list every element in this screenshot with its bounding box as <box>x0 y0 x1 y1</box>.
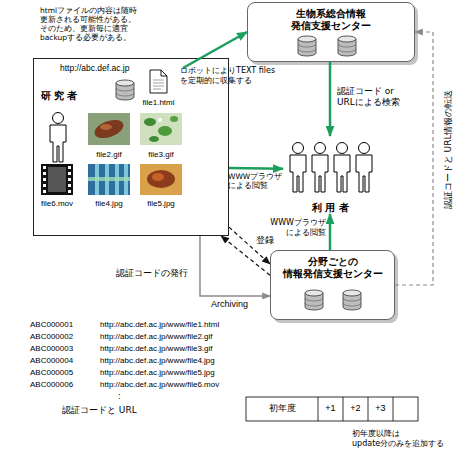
auth-code: ABC000006 <box>30 380 73 390</box>
node-text: http://abc.def.ac.jp <box>60 63 129 73</box>
edge-label: WWWブラウザ による閲覧 <box>262 218 326 237</box>
node-text: file5.jpg <box>147 199 175 209</box>
list-caption: 認証コードと URL <box>62 405 137 416</box>
gif-image <box>88 113 130 145</box>
node-text: file6.mov <box>41 199 73 209</box>
jpg-image <box>95 164 99 195</box>
url-text: http://abc.def.ac.jp/www/file6.mov <box>100 380 219 390</box>
file-item: file3.gif <box>137 112 185 160</box>
connector-arrow <box>183 32 247 68</box>
jpg-image <box>140 164 182 195</box>
person-icon <box>290 143 306 193</box>
movie-icon <box>43 166 71 193</box>
auth-code: ABC000003 <box>30 344 73 354</box>
gif-image <box>92 116 126 141</box>
person-icon <box>312 143 328 193</box>
table-grid <box>318 397 393 421</box>
edge-label: 認証コード or URLによる検索 <box>337 86 409 108</box>
table-grid <box>246 397 418 421</box>
gif-image <box>140 113 182 145</box>
auth-code: ABC000001 <box>30 320 73 330</box>
jpg-image <box>152 173 164 181</box>
researcher-figure: 研 究 者 <box>38 90 80 166</box>
connector-arrow <box>329 214 332 250</box>
person-icon <box>334 143 350 193</box>
node-text: 分野ごとの 情報発信支援センター <box>279 256 387 280</box>
jpg-image <box>88 177 130 181</box>
jpg-image <box>88 164 130 195</box>
table-cell: +2 <box>343 403 368 414</box>
table-cell: +1 <box>318 403 343 414</box>
jpg-image <box>115 164 119 195</box>
field-center-box: 分野ごとの 情報発信支援センター <box>270 250 395 320</box>
edge-label: Archiving <box>211 299 248 310</box>
ellipsis-mark: : <box>118 392 121 402</box>
auth-code: ABC000004 <box>30 356 73 366</box>
database-icon <box>116 80 134 100</box>
person-icon <box>50 113 66 163</box>
html-file-icon <box>150 70 167 93</box>
html-file-icon <box>161 70 167 76</box>
table-grid <box>246 397 418 421</box>
node-text: file4.jpg <box>95 199 123 209</box>
jpg-image <box>124 164 128 195</box>
connector-arrow <box>329 62 332 136</box>
connector-arrow <box>395 32 433 285</box>
person-icon <box>356 143 372 193</box>
node-text: file3.gif <box>148 150 173 160</box>
jpg-image <box>147 170 175 188</box>
gif-image <box>158 118 162 122</box>
auth-code: ABC000005 <box>30 368 73 378</box>
gif-image <box>158 126 172 136</box>
note-text: htmlファイルの内容は随時 更新される可能性がある。 そのため、更新毎に適宜 … <box>40 6 156 42</box>
gif-image <box>170 116 178 122</box>
jpg-image <box>88 164 130 195</box>
connector-arrow <box>229 227 270 264</box>
edge-label: 登録 <box>256 235 274 246</box>
file-item: file4.jpg <box>85 161 133 209</box>
gif-image <box>140 113 182 145</box>
node-text: file2.gif <box>96 150 121 160</box>
jpg-image <box>105 164 109 195</box>
user-group: 利 用 者 <box>283 136 378 214</box>
note-text: 初年度以降は update分のみを追加する <box>352 429 456 448</box>
auth-code: ABC000002 <box>30 332 73 342</box>
file-item: file2.gif <box>85 112 133 160</box>
researcher-site-box: http://abc.def.ac.jp 研 究 者 file1.html file2… <box>33 58 229 236</box>
edge-label: 認証コードと URL情報の転送 <box>443 74 454 224</box>
connector-arrow <box>229 167 283 170</box>
url-text: http://abc.def.ac.jp/www/file1.html <box>100 320 219 330</box>
movie-icon <box>48 167 66 192</box>
html-file-icon <box>150 70 167 93</box>
gif-image <box>144 118 156 126</box>
movie-icon <box>41 164 73 195</box>
node-text: 研 究 者 <box>41 90 78 102</box>
gif-image <box>88 113 130 145</box>
file-item: file6.mov <box>33 161 81 209</box>
url-text: http://abc.def.ac.jp/www/file3.gif <box>100 344 213 354</box>
movie-icon <box>41 164 73 195</box>
url-text: http://abc.def.ac.jp/www/file2.gif <box>100 332 213 342</box>
file-item: file1.html <box>134 68 183 108</box>
url-text: http://abc.def.ac.jp/www/file5.jpg <box>100 368 215 378</box>
url-text: http://abc.def.ac.jp/www/file4.jpg <box>100 356 215 366</box>
html-file-icon <box>153 80 164 89</box>
jpg-image <box>140 164 182 195</box>
edge-label: 認証コードの発行 <box>116 268 188 279</box>
edge-label: ロボットによりTEXT files を定期的に収集する <box>180 66 288 85</box>
node-text: 生物系総合情報 発信支援センター <box>283 8 379 32</box>
support-center-box: 生物系総合情報 発信支援センター <box>247 2 415 62</box>
node-text: file1.html <box>142 98 174 108</box>
file-item: file5.jpg <box>137 161 185 209</box>
gif-image <box>149 136 159 142</box>
table-cell: +3 <box>368 403 393 414</box>
gif-image <box>100 124 112 130</box>
table-cell: 初年度 <box>246 403 318 414</box>
node-text: 利 用 者 <box>312 202 349 214</box>
edge-label: WWWブラウザ による閲覧 <box>228 172 288 190</box>
